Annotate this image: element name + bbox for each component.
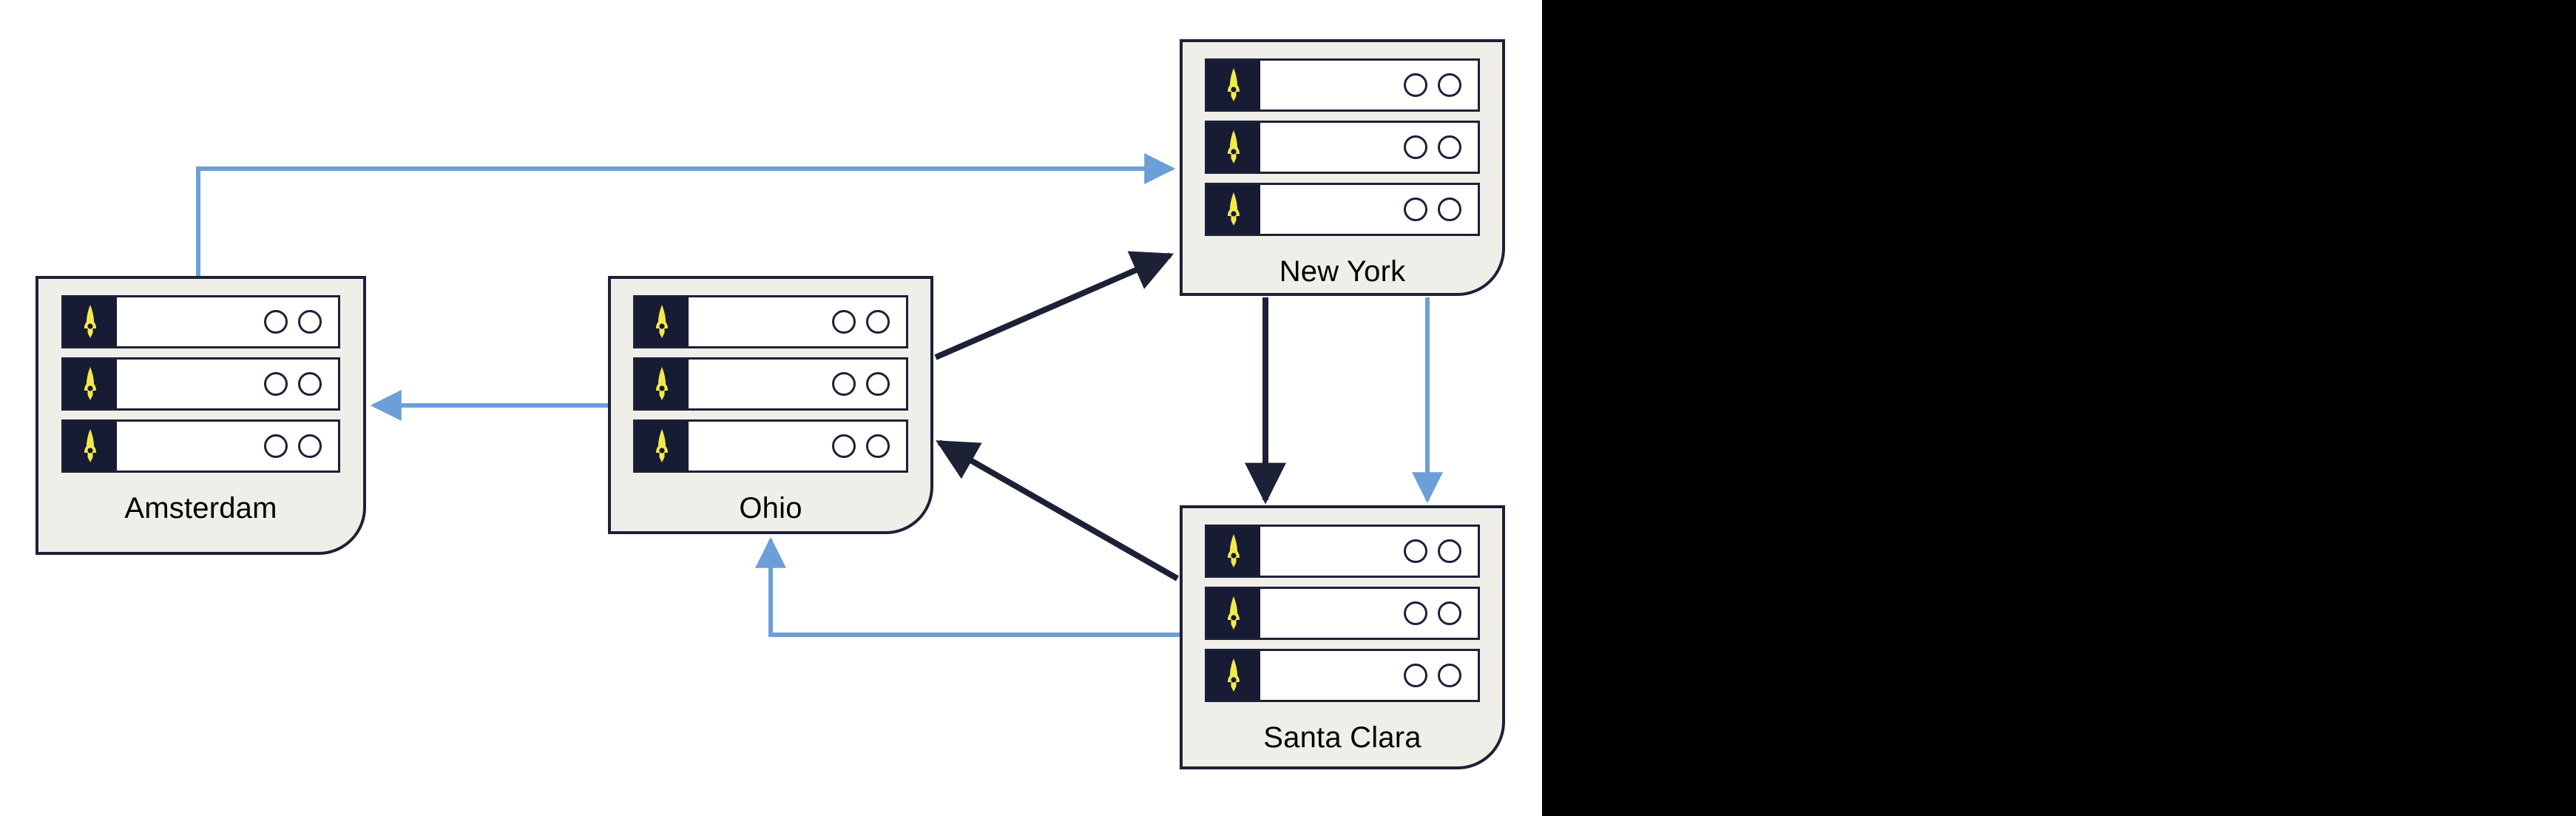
status-led-icon <box>831 310 856 334</box>
status-led-icon <box>1437 73 1461 97</box>
status-led-icon <box>1437 539 1461 563</box>
rocket-icon <box>1207 527 1261 576</box>
datacenter-rack-ohio[interactable]: Ohio <box>608 276 933 534</box>
server-unit[interactable] <box>1205 587 1480 640</box>
rocket-icon <box>63 422 117 471</box>
server-unit-face <box>1260 527 1478 576</box>
rocket-icon <box>1207 185 1261 234</box>
server-unit[interactable] <box>633 295 908 348</box>
edge-amsterdam-to-new-york <box>196 153 1176 276</box>
server-unit-list <box>1183 58 1502 236</box>
masked-black-region <box>1542 0 2576 816</box>
status-led-icon <box>1437 664 1461 687</box>
server-unit[interactable] <box>633 357 908 411</box>
server-unit[interactable] <box>61 419 341 473</box>
server-unit-face <box>1260 651 1478 700</box>
datacenter-label: Ohio <box>739 492 802 525</box>
server-unit-face <box>116 297 339 346</box>
edge-santa-clara-to-ohio-black <box>936 439 1179 581</box>
status-led-icon <box>298 310 322 334</box>
rocket-icon <box>1207 61 1261 109</box>
datacenter-label: New York <box>1279 255 1406 288</box>
server-unit[interactable] <box>633 419 908 473</box>
server-unit[interactable] <box>1205 121 1480 174</box>
server-unit-face <box>689 297 906 346</box>
rocket-icon <box>63 360 117 408</box>
status-led-icon <box>298 372 322 396</box>
status-led-icon <box>1403 601 1427 625</box>
status-led-icon <box>1437 198 1461 221</box>
status-led-icon <box>865 434 890 458</box>
server-unit-list <box>611 295 930 473</box>
status-led-icon <box>831 372 856 396</box>
rocket-icon <box>63 297 117 346</box>
status-led-icon <box>1403 664 1427 687</box>
server-unit-face <box>689 360 906 408</box>
status-led-icon <box>831 434 856 458</box>
status-led-icon <box>865 310 890 334</box>
server-unit[interactable] <box>1205 58 1480 112</box>
status-led-icon <box>1437 135 1461 159</box>
server-unit[interactable] <box>1205 183 1480 236</box>
rocket-icon <box>1207 123 1261 172</box>
server-unit[interactable] <box>61 295 341 348</box>
datacenter-rack-amsterdam[interactable]: Amsterdam <box>36 276 366 555</box>
server-unit-face <box>689 422 906 471</box>
server-unit[interactable] <box>1205 649 1480 702</box>
server-unit-face <box>116 360 339 408</box>
server-unit-list <box>1183 525 1502 702</box>
rocket-icon <box>635 422 689 471</box>
status-led-icon <box>264 434 288 458</box>
edge-ohio-to-new-york-black <box>934 251 1174 360</box>
server-unit-face <box>116 422 339 471</box>
status-led-icon <box>1437 601 1461 625</box>
status-led-icon <box>1403 198 1427 221</box>
status-led-icon <box>865 372 890 396</box>
server-unit[interactable] <box>1205 525 1480 578</box>
status-led-icon <box>298 434 322 458</box>
status-led-icon <box>1403 539 1427 563</box>
rocket-icon <box>635 297 689 346</box>
server-unit[interactable] <box>61 357 341 411</box>
server-unit-face <box>1260 61 1478 109</box>
rocket-icon <box>635 360 689 408</box>
datacenter-rack-santa-clara[interactable]: Santa Clara <box>1180 505 1505 769</box>
server-unit-face <box>1260 123 1478 172</box>
server-unit-face <box>1260 589 1478 638</box>
rocket-icon <box>1207 589 1261 638</box>
status-led-icon <box>264 372 288 396</box>
status-led-icon <box>1403 73 1427 97</box>
datacenter-label: Santa Clara <box>1263 721 1421 754</box>
edge-santa-clara-to-ohio-blue <box>755 536 1180 637</box>
datacenter-rack-new-york[interactable]: New York <box>1180 39 1505 296</box>
server-unit-face <box>1260 185 1478 234</box>
rocket-icon <box>1207 651 1261 700</box>
status-led-icon <box>1403 135 1427 159</box>
server-unit-list <box>38 295 363 473</box>
datacenter-label: Amsterdam <box>124 492 277 525</box>
status-led-icon <box>264 310 288 334</box>
